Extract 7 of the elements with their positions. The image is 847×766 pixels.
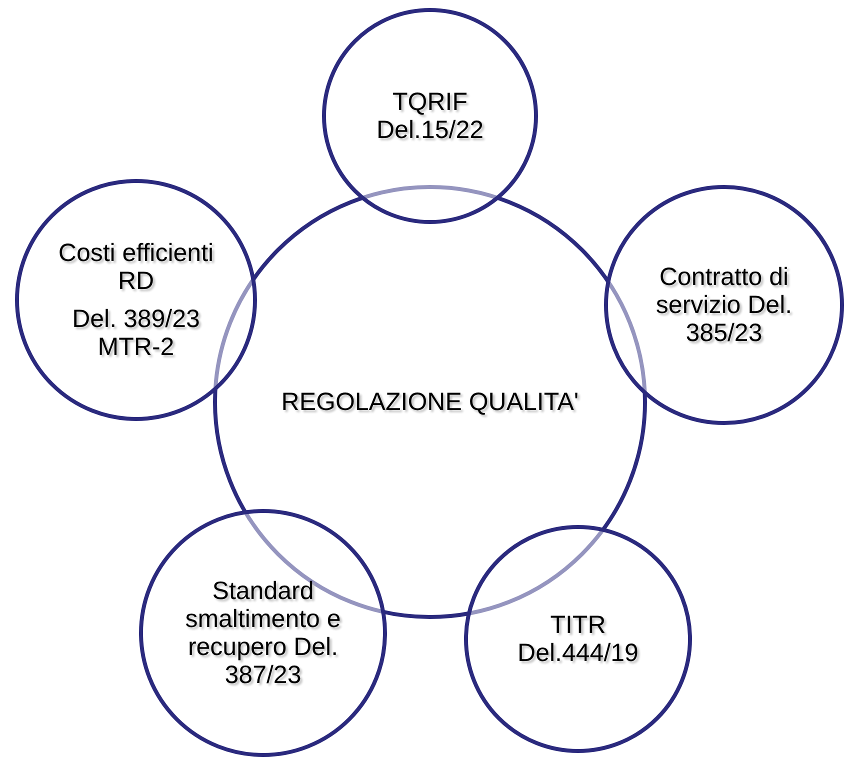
node-label: TITR Del.444/19 xyxy=(516,611,640,667)
node-label: Contratto di servizio Del. 385/23 xyxy=(654,263,794,347)
node-label: Standard smaltimento e recupero Del. 387/23 xyxy=(184,577,342,689)
node-label: TQRIF Del.15/22 xyxy=(375,88,485,144)
node-label: Del. 389/23 MTR-2 xyxy=(71,305,201,361)
node-label: REGOLAZIONE QUALITA' xyxy=(280,388,580,416)
node-label: Costi efficienti RD xyxy=(57,239,215,295)
